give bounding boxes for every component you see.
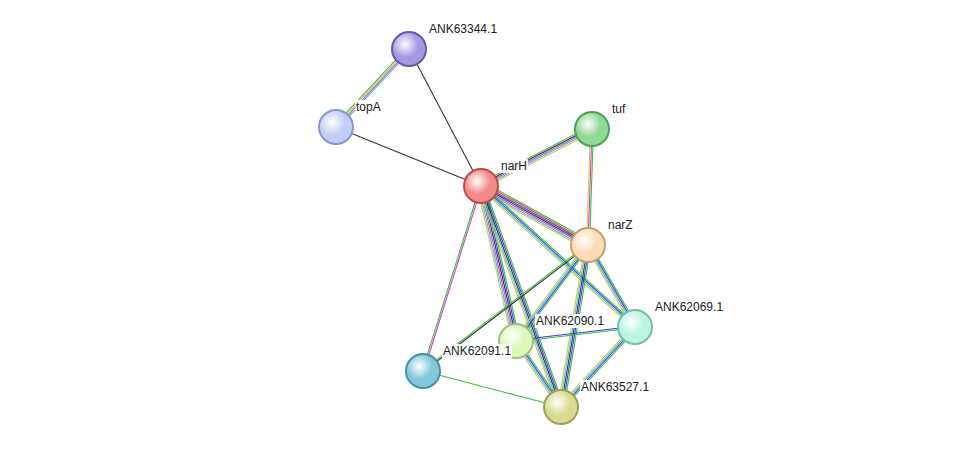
- evidence-line: [348, 62, 398, 115]
- protein-node: narZ: [570, 227, 606, 263]
- interaction-edge: [439, 375, 544, 402]
- protein-node: ANK62069.1: [617, 309, 653, 345]
- evidence-line: [533, 328, 618, 338]
- protein-node: ANK63344.1: [391, 31, 427, 67]
- node-label: ANK62090.1: [535, 314, 605, 328]
- evidence-line: [495, 134, 576, 175]
- node-label: ANK62069.1: [654, 300, 724, 314]
- evidence-line: [429, 202, 477, 355]
- evidence-line: [596, 260, 626, 313]
- evidence-line: [352, 133, 466, 179]
- evidence-line: [597, 259, 627, 312]
- node-label: ANK63344.1: [428, 22, 498, 36]
- evidence-line: [595, 261, 625, 314]
- protein-node: ANK62091.1: [405, 353, 441, 389]
- evidence-line: [492, 199, 621, 317]
- evidence-line: [587, 146, 590, 228]
- interaction-edge: [436, 255, 575, 362]
- evidence-line: [493, 198, 622, 316]
- interaction-edge: [492, 196, 624, 317]
- protein-node: topA: [318, 109, 354, 145]
- node-label: narZ: [607, 218, 634, 232]
- evidence-line: [496, 194, 573, 237]
- evidence-line: [497, 139, 578, 180]
- evidence-line: [437, 256, 575, 361]
- evidence-line: [495, 196, 624, 314]
- node-label: ANK62091.1: [442, 344, 512, 358]
- evidence-line: [496, 137, 577, 178]
- node-label: narH: [500, 159, 528, 173]
- evidence-line: [481, 203, 509, 325]
- evidence-line: [533, 330, 618, 340]
- node-label: ANK63527.1: [580, 380, 650, 394]
- evidence-line: [526, 355, 552, 393]
- evidence-line: [436, 255, 574, 360]
- interaction-edge: [417, 64, 473, 171]
- evidence-line: [527, 354, 553, 392]
- evidence-line: [525, 355, 551, 393]
- evidence-line: [598, 259, 628, 312]
- evidence-line: [417, 64, 473, 171]
- evidence-line: [349, 63, 399, 116]
- evidence-line: [346, 60, 396, 113]
- node-label: topA: [355, 100, 382, 114]
- protein-node: narH: [463, 168, 499, 204]
- interaction-edge: [533, 328, 618, 340]
- evidence-line: [495, 135, 576, 176]
- interaction-edge: [524, 354, 554, 394]
- interaction-edge: [495, 134, 579, 181]
- evidence-line: [485, 203, 553, 392]
- evidence-line: [347, 61, 397, 114]
- evidence-line: [439, 375, 544, 402]
- evidence-line: [427, 202, 475, 355]
- interaction-edge: [587, 146, 593, 228]
- evidence-line: [497, 138, 578, 179]
- protein-node: ANK63527.1: [543, 389, 579, 425]
- protein-node: tuf: [574, 111, 610, 147]
- interaction-edge: [427, 202, 476, 355]
- interaction-edge: [346, 60, 399, 116]
- interaction-edge: [494, 190, 576, 240]
- evidence-line: [494, 197, 623, 315]
- evidence-line: [524, 356, 550, 394]
- interaction-edge: [595, 259, 629, 314]
- interaction-edge: [352, 133, 466, 179]
- node-label: tuf: [611, 102, 626, 116]
